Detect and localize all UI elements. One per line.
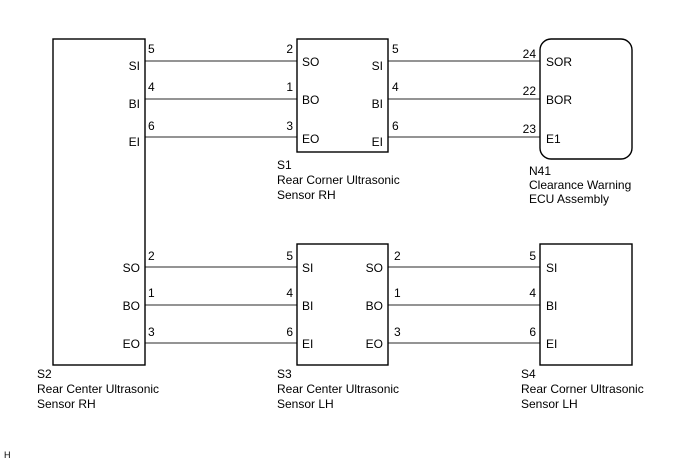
s1-code: S1 [277, 158, 292, 172]
s2-box [52, 38, 146, 366]
s3-pin-bo: BO [366, 299, 383, 313]
s1-pin-num-bo: 1 [286, 80, 293, 94]
s1-name-line2: Sensor RH [277, 188, 336, 202]
s1-pin-num-ei: 6 [392, 119, 399, 133]
s2-pin-eo: EO [123, 337, 140, 351]
n41-pin-num-e1: 23 [523, 122, 537, 136]
s2-pin-num-ei: 6 [148, 119, 155, 133]
component-s3: SI BI EI 5 4 6 SO BO EO 2 1 3 S3 Rear Ce… [277, 243, 401, 411]
corner-mark: H [4, 450, 11, 460]
s3-name-line1: Rear Center Ultrasonic [277, 382, 399, 396]
n41-pin-num-bor: 22 [523, 84, 537, 98]
s2-pin-num-bo: 1 [148, 286, 155, 300]
s3-pin-si: SI [302, 261, 313, 275]
s2-code: S2 [37, 367, 52, 381]
component-s1: SO BO EO 2 1 3 SI BI EI 5 4 6 S1 Rear Co… [277, 38, 400, 202]
s3-pin-num-bi: 4 [286, 286, 293, 300]
s1-pin-bi: BI [372, 97, 383, 111]
s4-pin-num-si: 5 [529, 249, 536, 263]
s3-name-line2: Sensor LH [277, 397, 334, 411]
s3-pin-ei: EI [302, 337, 313, 351]
s1-pin-num-bi: 4 [392, 80, 399, 94]
s2-pin-bi: BI [129, 97, 140, 111]
s3-box [296, 243, 389, 366]
s2-pin-si: SI [129, 59, 140, 73]
s1-pin-num-so: 2 [286, 42, 293, 56]
s1-pin-num-eo: 3 [286, 119, 293, 133]
s3-pin-bi: BI [302, 299, 313, 313]
n41-pin-num-sor: 24 [523, 47, 537, 61]
s2-pin-num-eo: 3 [148, 325, 155, 339]
s4-name-line2: Sensor LH [521, 397, 578, 411]
s2-name-line1: Rear Center Ultrasonic [37, 382, 159, 396]
s1-pin-num-si: 5 [392, 42, 399, 56]
n41-pin-e1: E1 [546, 132, 561, 146]
n41-name-line1: Clearance Warning [529, 178, 631, 192]
s2-name-line2: Sensor RH [37, 397, 96, 411]
n41-pin-sor: SOR [546, 55, 572, 69]
s4-pin-si: SI [546, 261, 557, 275]
s4-pin-num-ei: 6 [529, 325, 536, 339]
s2-pin-num-bi: 4 [148, 80, 155, 94]
s3-pin-num-ei: 6 [286, 325, 293, 339]
s3-pin-num-so: 2 [394, 249, 401, 263]
s4-code: S4 [521, 367, 536, 381]
s1-pin-so: SO [302, 55, 319, 69]
s1-pin-bo: BO [302, 93, 319, 107]
n41-pin-bor: BOR [546, 93, 572, 107]
component-s2: SI BI EI SO BO EO 5 4 6 2 1 3 S2 Rear Ce… [37, 38, 159, 411]
s3-pin-eo: EO [366, 337, 383, 351]
s2-pin-ei: EI [129, 135, 140, 149]
s2-pin-so: SO [123, 261, 140, 275]
s4-name-line1: Rear Corner Ultrasonic [521, 382, 644, 396]
s2-pin-num-si: 5 [148, 42, 155, 56]
n41-code: N41 [529, 164, 551, 178]
s4-box [539, 243, 633, 366]
s2-pin-num-so: 2 [148, 249, 155, 263]
s3-pin-num-eo: 3 [394, 325, 401, 339]
s4-pin-bi: BI [546, 299, 557, 313]
s1-pin-ei: EI [372, 135, 383, 149]
s2-pin-bo: BO [123, 299, 140, 313]
s4-pin-num-bi: 4 [529, 286, 536, 300]
n41-box [539, 38, 633, 160]
s3-pin-num-bo: 1 [394, 286, 401, 300]
component-n41: SOR BOR E1 24 22 23 N41 Clearance Warnin… [523, 38, 633, 206]
s3-pin-num-si: 5 [286, 249, 293, 263]
s3-code: S3 [277, 367, 292, 381]
s4-pin-ei: EI [546, 337, 557, 351]
s3-pin-so: SO [366, 261, 383, 275]
s1-pin-eo: EO [302, 132, 319, 146]
component-s4: SI BI EI 5 4 6 S4 Rear Corner Ultrasonic… [521, 243, 644, 411]
s1-name-line1: Rear Corner Ultrasonic [277, 173, 400, 187]
n41-name-line2: ECU Assembly [529, 192, 609, 206]
s1-pin-si: SI [372, 59, 383, 73]
s1-box [296, 38, 389, 153]
